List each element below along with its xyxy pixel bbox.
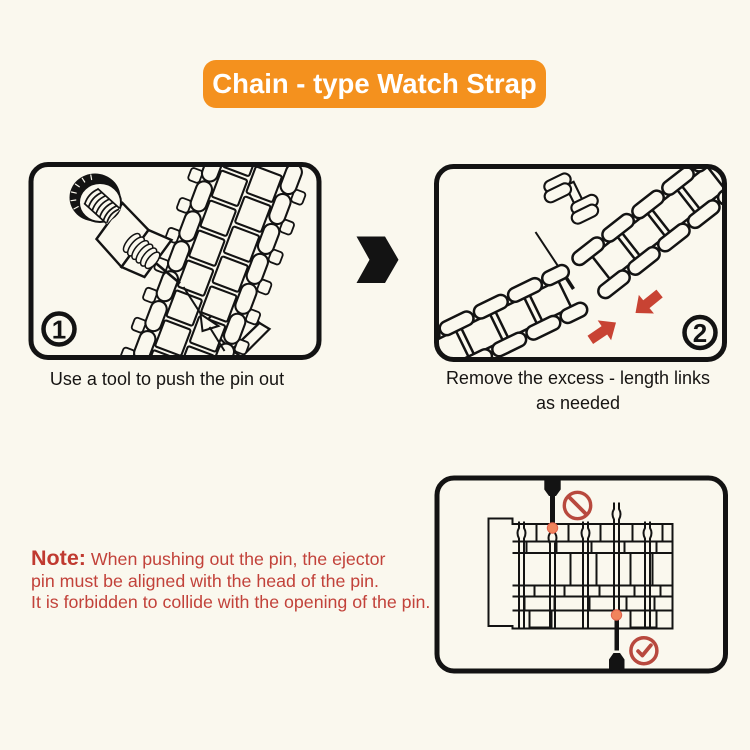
svg-text:1: 1 bbox=[52, 315, 66, 345]
svg-text:2: 2 bbox=[693, 318, 707, 348]
